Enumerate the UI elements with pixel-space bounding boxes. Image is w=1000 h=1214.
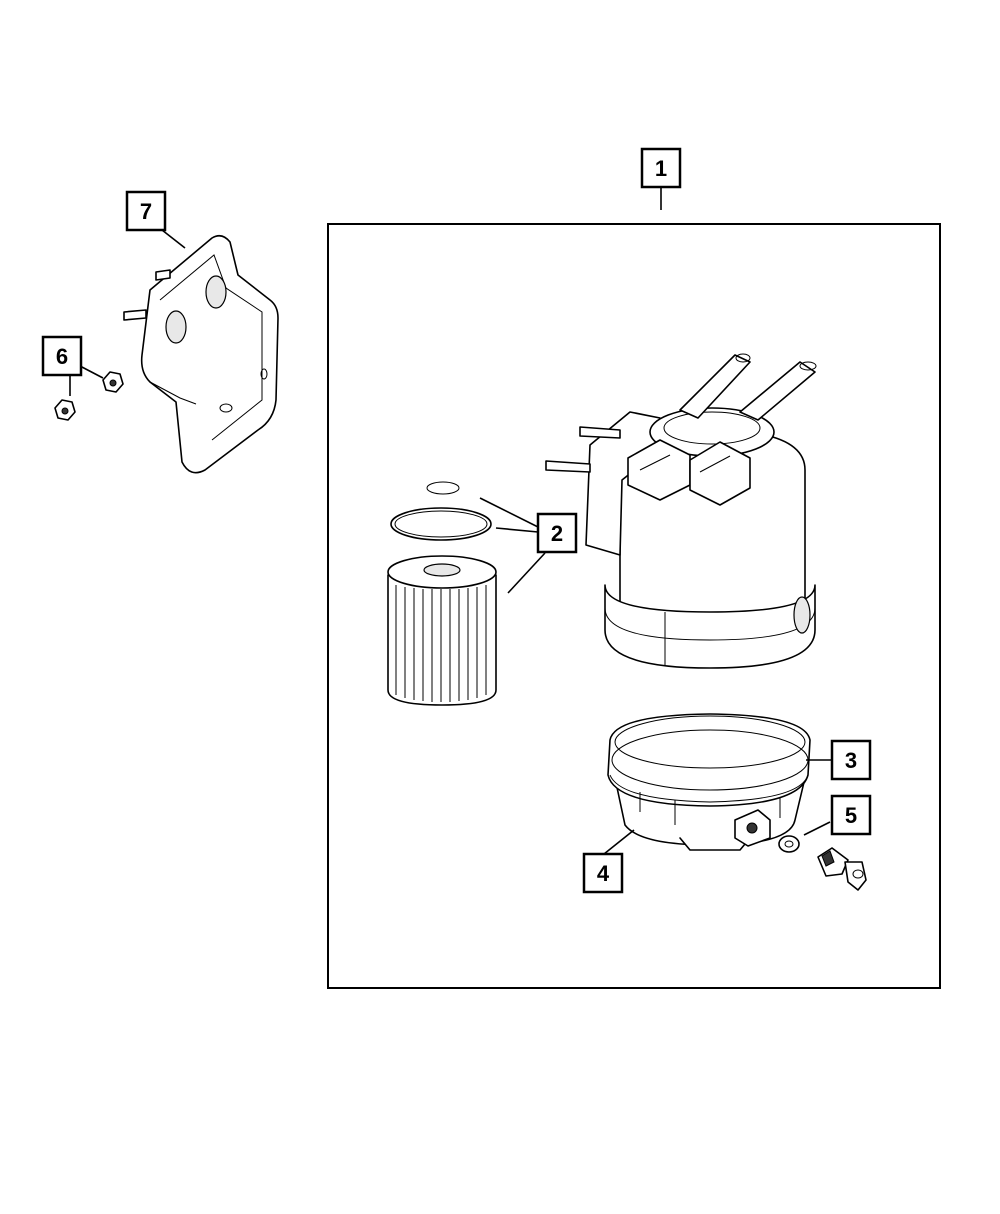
svg-text:7: 7 — [140, 199, 152, 224]
callout-5: 5 — [830, 794, 872, 836]
filter-housing-drawing — [545, 353, 817, 669]
nuts-drawing — [54, 371, 124, 421]
leader-5 — [803, 821, 831, 836]
sensor-drawing — [778, 835, 867, 891]
leader-2a — [479, 497, 539, 528]
svg-text:2: 2 — [551, 521, 563, 546]
svg-text:5: 5 — [845, 803, 857, 828]
leader-2c — [507, 552, 546, 594]
leader-7 — [161, 229, 186, 249]
leader-6a — [79, 365, 104, 379]
svg-text:3: 3 — [845, 748, 857, 773]
leader-2b — [495, 527, 539, 533]
callout-6: 6 — [41, 335, 83, 377]
svg-text:4: 4 — [597, 861, 610, 886]
callout-1: 1 — [640, 147, 682, 189]
svg-text:6: 6 — [56, 344, 68, 369]
svg-text:1: 1 — [655, 156, 667, 181]
leader-4 — [603, 829, 635, 855]
callout-7: 7 — [125, 190, 167, 232]
callout-3: 3 — [830, 739, 872, 781]
assembly-frame — [327, 223, 941, 989]
mounting-bracket-drawing — [123, 234, 279, 474]
filter-element-drawing — [387, 481, 497, 706]
callout-2: 2 — [536, 512, 578, 554]
bowl-drawing — [607, 713, 811, 851]
callout-4: 4 — [582, 852, 624, 894]
